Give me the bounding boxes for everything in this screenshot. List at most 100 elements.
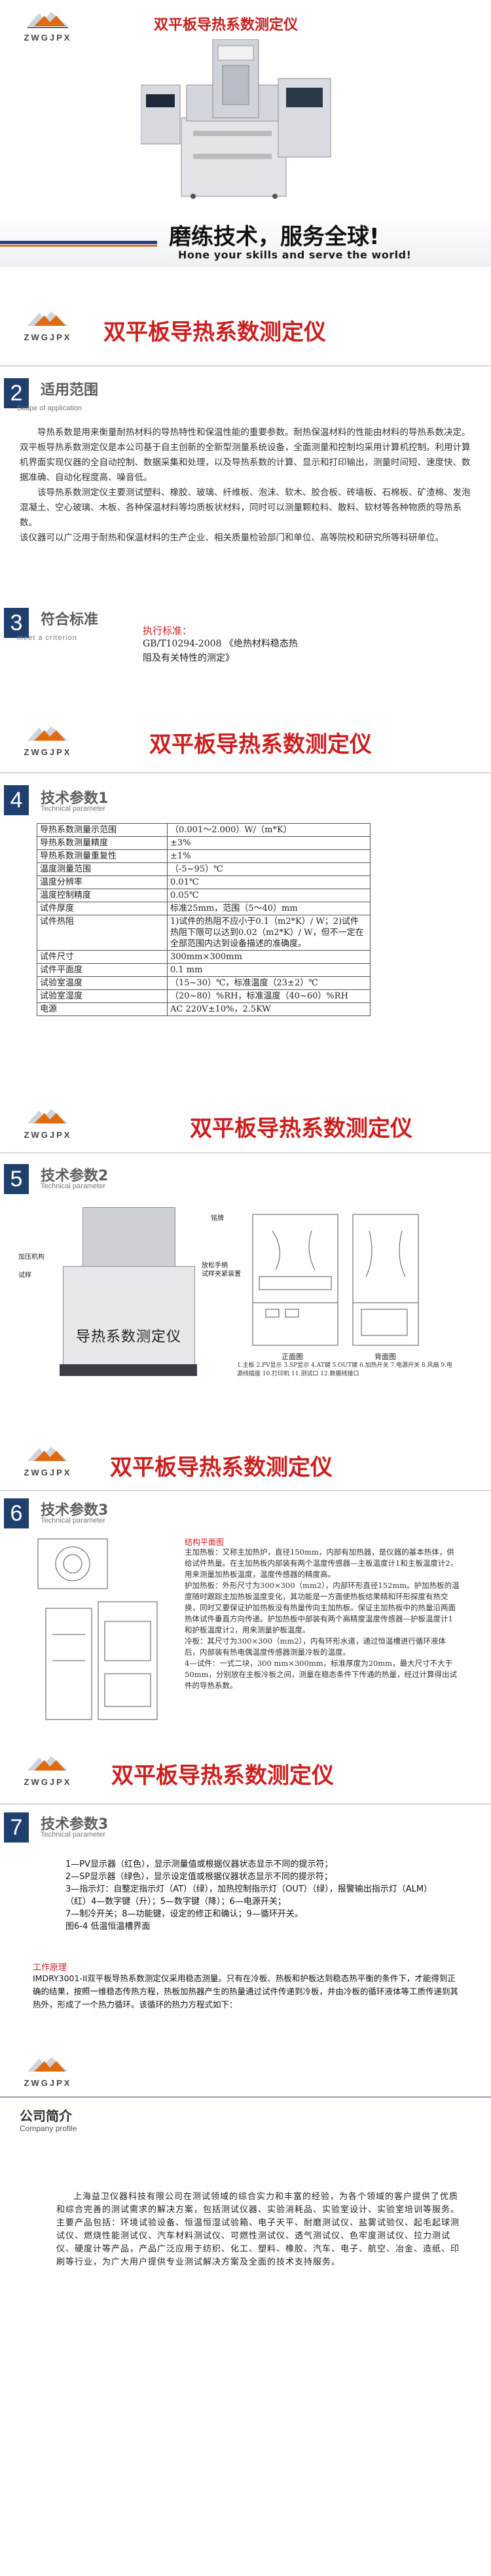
params4-item: 2—SP显示器（绿色），显示设定值或根据仪器状态显示不同的提示符； — [65, 1872, 333, 1882]
spec-label: 导热系数测量精度 — [37, 836, 168, 850]
spec-label: 温度分辨率 — [37, 875, 168, 889]
logo-mark-icon — [27, 1109, 68, 1123]
structure-paragraph: 主加热板：又称主加热炉，直径150mm，内部有加热器，是仪器的基本热体，供给试件… — [185, 1547, 458, 1579]
spec-value: 300mm×300mm — [167, 950, 371, 964]
structure-paragraph: 4—试件：一式二块，300 mm×300mm，标准厚度为20mm，最大尺寸不大于… — [185, 1659, 457, 1690]
scope-paragraph: 导热系数是用来衡量耐热材料的导热特性和保温性能的重要参数。耐热保温材料的性能由材… — [20, 427, 471, 483]
standard-exec-label: 执行标准： — [143, 625, 192, 637]
banner-5-title: 双平板导热系数测定仪 — [111, 1763, 334, 1789]
product-machine-image — [141, 39, 331, 199]
spec-label: 试件尺寸 — [37, 950, 168, 964]
divider — [0, 365, 491, 366]
spec-label: 试验室湿度 — [37, 989, 168, 1003]
machine-body — [63, 1266, 195, 1366]
section-title: 适用范围 — [41, 382, 99, 398]
spec-value: 0.1 mm — [167, 963, 371, 977]
front-view-diagram — [252, 1214, 338, 1346]
back-view-label: 背面图 — [374, 1352, 396, 1361]
spec-label: 导热系数测量重复性 — [37, 849, 168, 863]
front-view-label: 正面图 — [282, 1352, 303, 1361]
structure-title: 结构平面图 — [185, 1538, 225, 1547]
divider — [0, 772, 491, 773]
divider — [0, 2096, 491, 2098]
spec-label: 试件平面度 — [37, 963, 168, 977]
section-title: 技术参数3 — [41, 1502, 109, 1519]
logo-text: ZWGJPX — [24, 2078, 72, 2088]
slogan-text: 磨练技术，服务全球! — [169, 224, 380, 250]
section-title: 技术参数3 — [41, 1816, 109, 1833]
spec-value: （20~80）%RH，标准温度（40~60）%RH — [167, 989, 371, 1003]
banner-2-title: 双平板导热系数测定仪 — [149, 732, 372, 758]
callout-label: 放松手柄 — [202, 1262, 228, 1269]
scope-paragraph: 该导热系数测定仪主要测试塑料、橡胶、玻璃、纤维板、泡沫、软木、胶合板、砖墙板、石… — [20, 487, 471, 528]
slogan-en: Hone your skills and serve the world! — [178, 249, 412, 261]
principle-title: 工作原理 — [33, 1963, 67, 1973]
structure-paragraph: 冷板：其尺寸为300×300（mm2），内有环形水道，通过恒温槽进行循环液体后，… — [185, 1636, 446, 1657]
section-subtitle: Technical parameter — [41, 1831, 106, 1839]
machine-photo: 导热系数测定仪 — [56, 1207, 200, 1384]
banner-2: ZWGJPX 双平板导热系数测定仪 — [0, 700, 491, 785]
params4-item: 7—制冷开关；8—功能键，设定的修正和确认；9—循环开关。 — [65, 1909, 303, 1919]
logo-mark-icon — [27, 311, 68, 326]
spec-row: 导热系数测量重复性±1% — [37, 849, 371, 863]
spec-table: 导热系数测量示范围（0.001～2.000）W/（m*K）导热系数测量精度±3%… — [37, 823, 371, 1016]
callout-label: 加压机构 — [18, 1254, 45, 1261]
logo-mark-icon — [27, 12, 68, 28]
structure-text: 主加热板：又称主加热炉，直径150mm，内部有加热器，是仪器的基本热体，供给试件… — [185, 1547, 460, 1691]
params4-list: 1—PV显示器（红色），显示测量值或根据仪器状态显示不同的提示符； 2—SP显示… — [65, 1858, 432, 1933]
structure-diagram-side — [45, 1601, 158, 1720]
section-title: 符合标准 — [41, 612, 99, 628]
section-subtitle: meet a criterion — [17, 634, 77, 642]
section-subtitle: Technical parameter — [41, 805, 106, 813]
logo-text: ZWGJPX — [24, 1130, 72, 1140]
banner-5-logo: ZWGJPX — [12, 1754, 84, 1787]
structure-paragraph: 护加热板：外形尺寸为300×300（mm2），内部环形直径152mm。护加热板的… — [185, 1581, 460, 1634]
slogan-band: 磨练技术，服务全球! Hone your skills and serve th… — [0, 215, 491, 267]
section-number: 7 — [4, 1812, 29, 1843]
diagram-legend: 1.主板 2.PV显示 3.SP显示 4.AT键 5.OUT键 6.加热开关 7… — [237, 1362, 452, 1377]
divider — [0, 1152, 491, 1154]
section-number: 6 — [4, 1498, 29, 1528]
spec-value: 1)试件的热阻不应小于0.1（m2*K）/ W；2)试件热阻下限可以达到0.02… — [167, 915, 371, 951]
spec-value: （15~30）℃，标准温度（23±2）℃ — [167, 976, 371, 990]
logo-mark-icon — [27, 2057, 68, 2072]
params3-section: 6 技术参数3 Technical parameter 结构平面图 主加热板：又… — [0, 1498, 491, 1740]
params4-item: 1—PV显示器（红色），显示测量值或根据仪器状态显示不同的提示符； — [65, 1860, 333, 1869]
spec-label: 导热系数测量示范围 — [37, 823, 168, 837]
standard-section: 3 符合标准 meet a criterion 执行标准： GB/T10294-… — [0, 605, 491, 700]
hero-title: 双平板导热系数测定仪 — [154, 16, 299, 33]
spec-label: 温度控制精度 — [37, 889, 168, 902]
company-title: 公司简介 — [20, 2108, 72, 2124]
banner-5: ZWGJPX 双平板导热系数测定仪 — [0, 1740, 491, 1812]
banner-3-title: 双平板导热系数测定仪 — [190, 1116, 412, 1142]
scope-body: 导热系数是用来衡量耐热材料的导热特性和保温性能的重要参数。耐热保温材料的性能由材… — [20, 425, 471, 546]
spec-value: ±1% — [167, 849, 371, 863]
machine-top — [82, 1207, 175, 1267]
banner-3-logo: ZWGJPX — [12, 1106, 84, 1140]
params4-section: 7 技术参数3 Technical parameter 1—PV显示器（红色），… — [0, 1812, 491, 2055]
section-subtitle: Technical parameter — [41, 1182, 106, 1190]
company-subtitle: Company profile — [20, 2124, 77, 2133]
spec-value: 0.05℃ — [167, 889, 371, 902]
spec-value: 0.01℃ — [167, 875, 371, 889]
section-number: 4 — [4, 785, 29, 815]
banner-1: ZWGJPX 双平板导热系数测定仪 — [0, 275, 491, 373]
logo-text: ZWGJPX — [24, 33, 72, 43]
banner-1-title: 双平板导热系数测定仪 — [103, 319, 326, 345]
banner-3: ZWGJPX 双平板导热系数测定仪 — [0, 1096, 491, 1161]
company-logo: ZWGJPX — [12, 2055, 84, 2088]
callout-label: 铭牌 — [211, 1215, 224, 1222]
logo-mark-icon — [27, 1756, 68, 1771]
logo-text: ZWGJPX — [24, 332, 72, 342]
banner-1-logo: ZWGJPX — [12, 309, 84, 342]
spec-label: 电源 — [37, 1002, 168, 1016]
spec-label: 试验室温度 — [37, 976, 168, 990]
scope-section: 2 适用范围 Scope of application 导热系数是用来衡量耐热材… — [0, 373, 491, 605]
section-subtitle: Scope of application — [17, 404, 82, 412]
